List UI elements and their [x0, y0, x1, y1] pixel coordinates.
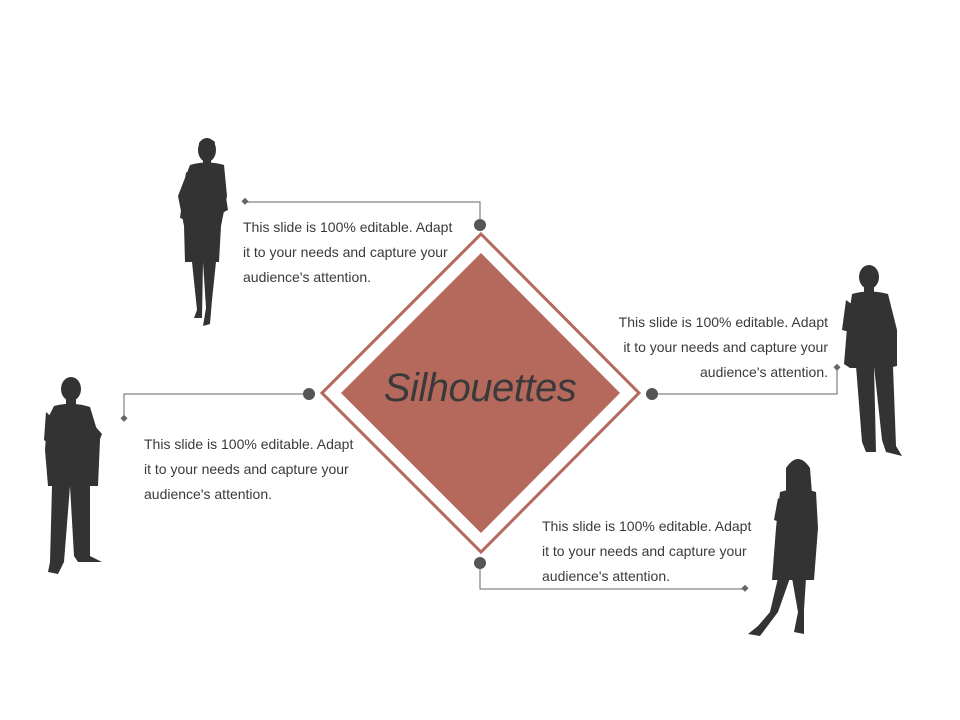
- connector-top: [245, 201, 481, 224]
- marker-diamond-top: [241, 197, 249, 205]
- connector-left: [123, 393, 308, 419]
- node-bottom: [474, 557, 486, 569]
- connector-right: [652, 368, 838, 395]
- description-text-top-left: This slide is 100% editable. Adapt it to…: [243, 219, 453, 285]
- description-text-left: This slide is 100% editable. Adapt it to…: [144, 436, 354, 502]
- description-text-bottom: This slide is 100% editable. Adapt it to…: [542, 518, 752, 584]
- businesswoman-silhouette-icon: [178, 138, 228, 326]
- diamond-center: [341, 253, 620, 533]
- marker-diamond-bottom: [741, 584, 749, 592]
- diagram-title: Silhouettes: [383, 366, 577, 410]
- connector-bottom: [479, 563, 745, 590]
- marker-diamond-right: [833, 363, 841, 371]
- node-left: [303, 388, 315, 400]
- description-text-right: This slide is 100% editable. Adapt it to…: [618, 314, 828, 380]
- marker-diamond-left: [120, 414, 128, 422]
- businessman-silhouette-icon: [842, 265, 902, 456]
- businessman-silhouette-icon: [44, 377, 102, 574]
- node-top: [474, 219, 486, 231]
- node-right: [646, 388, 658, 400]
- businesswoman-silhouette-icon: [748, 459, 818, 636]
